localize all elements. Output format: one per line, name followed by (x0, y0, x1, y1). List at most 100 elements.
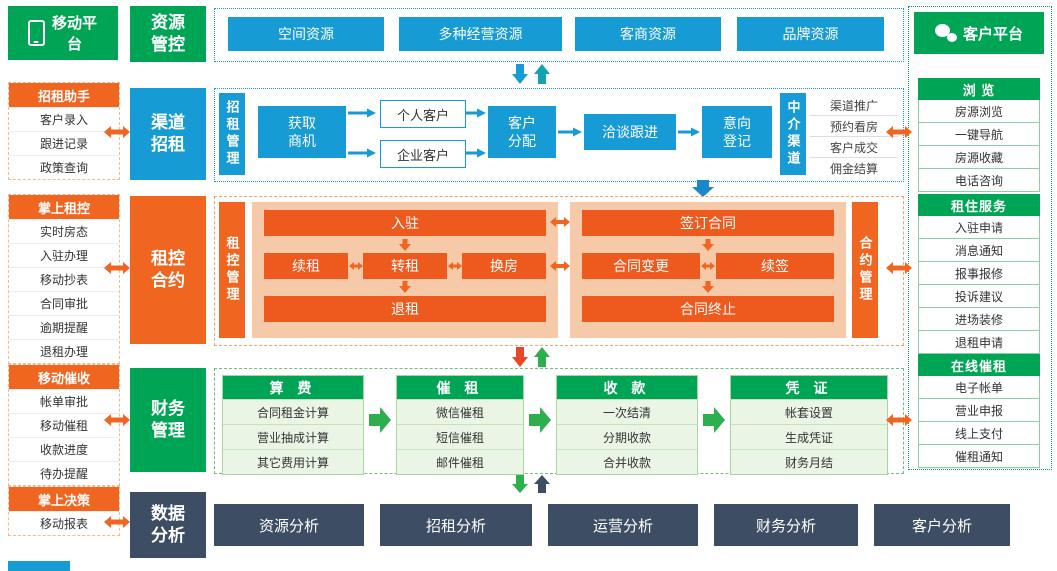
arrow-down-icon (399, 239, 411, 251)
list-item: 客户成交 (810, 137, 898, 158)
list-item: 短信催租 (397, 424, 523, 449)
list-item: 财务月结 (731, 449, 887, 474)
arrow-down-icon (702, 239, 714, 251)
list-item: 移动报表 (9, 511, 119, 535)
list-item: 一次结清 (557, 399, 697, 424)
list-item: 其它费用计算 (223, 449, 363, 474)
finance-column-receipt: 收 款 一次结清 分期收款 合并收款 (556, 375, 698, 475)
list-item: 邮件催租 (397, 449, 523, 474)
arrow-down-icon (512, 347, 528, 367)
contract-manage-label: 合约管理 (852, 202, 878, 338)
left-group-palm-lease-control: 掌上租控 实时房态 入驻办理 移动抄表 合同审批 逾期提醒 退租办理 (8, 194, 120, 364)
arrow-up-icon (534, 475, 550, 493)
cropped-partial-bar (8, 561, 70, 571)
finance-column-billing: 算 费 合同租金计算 营业抽成计算 其它费用计算 (222, 375, 364, 475)
arrow-left-right-icon (349, 261, 363, 271)
arrow-right-icon (558, 127, 582, 137)
list-item: 退租申请 (918, 331, 1040, 354)
arrow-right-icon (348, 108, 376, 118)
list-item: 客户录入 (9, 107, 119, 131)
arrow-left-right-icon (550, 217, 570, 227)
analysis-box: 客户分析 (874, 504, 1010, 546)
arrow-down-icon (512, 64, 528, 84)
list-item: 入驻申请 (918, 216, 1040, 239)
group-title: 掌上决策 (9, 487, 119, 511)
lease-container (214, 196, 904, 346)
arrow-right-icon (369, 407, 391, 433)
list-item: 营业申报 (918, 399, 1040, 422)
mobile-platform-header: 移动平台 (8, 6, 118, 60)
occupancy-mid-box: 转租 (363, 253, 447, 279)
arrow-down-icon (512, 475, 528, 493)
list-item: 待办提醒 (9, 461, 119, 485)
customer-platform-header: 客户平台 (914, 12, 1044, 54)
flow-box-company: 企业客户 (380, 140, 466, 168)
arrow-left-right-icon (448, 261, 462, 271)
arrow-down-icon (692, 180, 714, 197)
list-item: 进场装修 (918, 308, 1040, 331)
occupancy-mid-box: 换房 (462, 253, 546, 279)
analysis-box: 运营分析 (548, 504, 698, 546)
list-item: 实时房态 (9, 219, 119, 243)
wechat-icon (934, 24, 957, 42)
arrow-left-right-icon (886, 260, 912, 276)
analysis-box: 招租分析 (380, 504, 532, 546)
list-item: 合同租金计算 (223, 399, 363, 424)
analysis-box: 资源分析 (214, 504, 364, 546)
resource-box: 空间资源 (228, 17, 384, 51)
resource-container (214, 8, 904, 62)
list-item: 报事报修 (918, 262, 1040, 285)
mobile-platform-title: 移动平台 (51, 15, 97, 53)
occupancy-mid-box: 续租 (264, 253, 348, 279)
list-item: 政策查询 (9, 155, 119, 179)
list-item: 退租办理 (9, 339, 119, 363)
flow-box-assign: 客户分配 (488, 106, 556, 158)
right-group-tenancy-service: 租住服务 入驻申请 消息通知 报事报修 投诉建议 进场装修 退租申请 (918, 194, 1040, 354)
analysis-box: 财务分析 (714, 504, 858, 546)
section-title-resource: 资源管控 (130, 6, 206, 62)
group-title: 浏 览 (918, 78, 1040, 100)
arrow-left-right-icon (886, 124, 912, 140)
contract-top-box: 签订合同 (582, 210, 834, 236)
group-title: 招租助手 (9, 83, 119, 107)
resource-box: 品牌资源 (737, 17, 884, 51)
lease-manage-label: 租控管理 (219, 202, 245, 338)
list-item: 佣金结算 (829, 161, 878, 176)
flow-box-personal: 个人客户 (380, 100, 466, 128)
group-title: 在线催租 (918, 354, 1040, 376)
group-title: 移动催收 (9, 365, 119, 389)
finance-column-voucher: 凭 证 帐套设置 生成凭证 财务月结 (730, 375, 888, 475)
arrow-right-icon (703, 407, 725, 433)
arrow-left-right-icon (104, 260, 130, 276)
list-item: 电话咨询 (918, 169, 1040, 192)
arrow-up-icon (534, 347, 550, 367)
list-item: 预约看房 (810, 116, 898, 137)
contract-bottom-box: 合同终止 (582, 296, 834, 322)
left-group-mobile-collection: 移动催收 帐单审批 移动催租 收款进度 待办提醒 (8, 364, 120, 486)
list-item: 电子帐单 (918, 376, 1040, 399)
contract-mid-box: 续签 (716, 253, 834, 279)
list-item: 房源收藏 (918, 146, 1040, 169)
group-title: 租住服务 (918, 194, 1040, 216)
arrow-left-right-icon (104, 412, 130, 428)
column-header: 收 款 (557, 376, 697, 399)
agency-list: 渠道推广 预约看房 客户成交 佣金结算 (810, 95, 898, 178)
channel-agency-label: 中介渠道 (780, 93, 806, 175)
arrow-up-icon (534, 64, 550, 84)
resource-box: 多种经营资源 (399, 17, 562, 51)
channel-container (214, 88, 904, 182)
customer-platform-title: 客户平台 (962, 25, 1023, 43)
list-item: 跟进记录 (9, 131, 119, 155)
arrow-left-right-icon (886, 412, 912, 428)
finance-column-urge: 催 租 微信催租 短信催租 邮件催租 (396, 375, 524, 475)
list-item: 逾期提醒 (9, 315, 119, 339)
list-item: 消息通知 (918, 239, 1040, 262)
list-item: 合同审批 (9, 291, 119, 315)
column-header: 催 租 (397, 376, 523, 399)
list-item: 移动抄表 (9, 267, 119, 291)
list-item: 入驻办理 (9, 243, 119, 267)
section-title-lease: 租控合约 (130, 196, 206, 344)
flow-box-follow: 洽谈跟进 (584, 114, 676, 150)
right-group-online-collection: 在线催租 电子帐单 营业申报 线上支付 催租通知 (918, 354, 1040, 468)
